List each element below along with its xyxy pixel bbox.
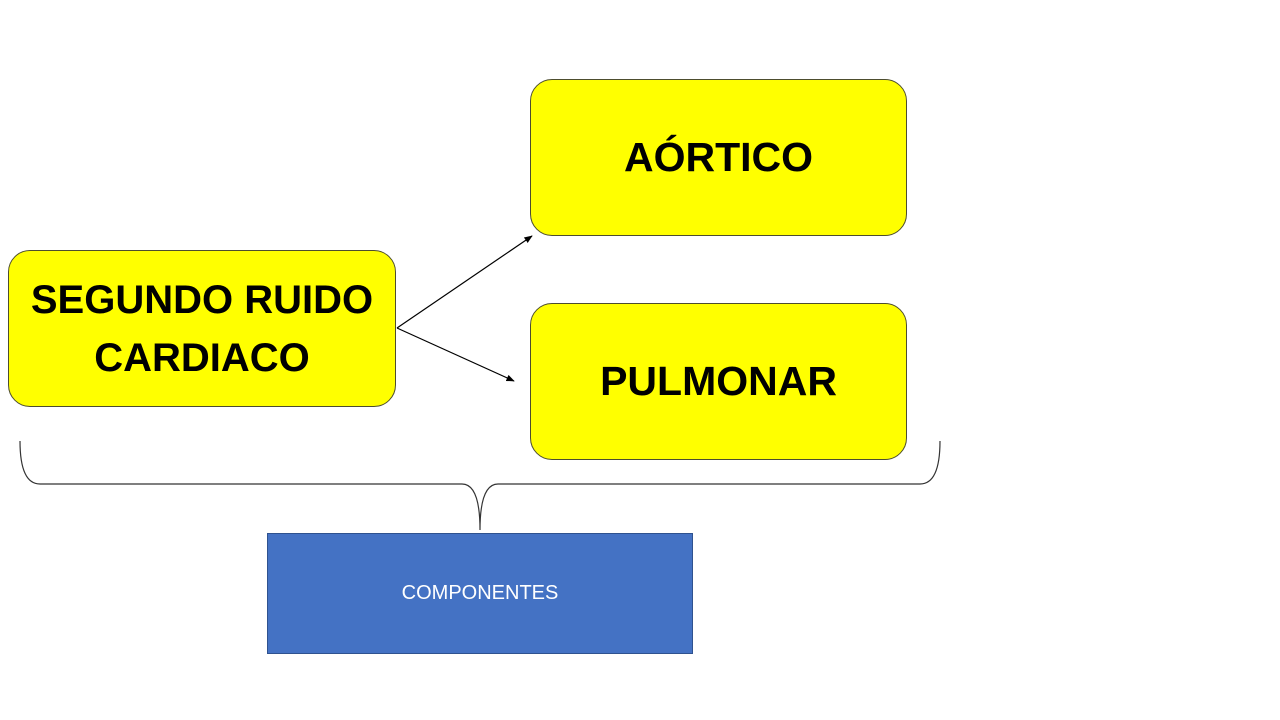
- node-pulmonar: PULMONAR: [530, 303, 907, 460]
- node-pulmonar-label: PULMONAR: [600, 358, 837, 404]
- node-main-text: SEGUNDO RUIDO CARDIACO: [31, 271, 373, 387]
- node-componentes: COMPONENTES: [267, 533, 693, 654]
- node-aortico-label: AÓRTICO: [623, 134, 814, 180]
- node-main-line-1: SEGUNDO RUIDO: [30, 277, 374, 322]
- node-aortico: AÓRTICO: [530, 79, 907, 236]
- node-componentes-label: COMPONENTES: [401, 582, 559, 604]
- arrow-to-aortico: [396, 235, 533, 329]
- node-main-line-2: CARDIACO: [94, 335, 310, 380]
- arrow-to-pulmonar: [396, 327, 515, 382]
- node-segundo-ruido-cardiaco: SEGUNDO RUIDO CARDIACO: [8, 250, 396, 407]
